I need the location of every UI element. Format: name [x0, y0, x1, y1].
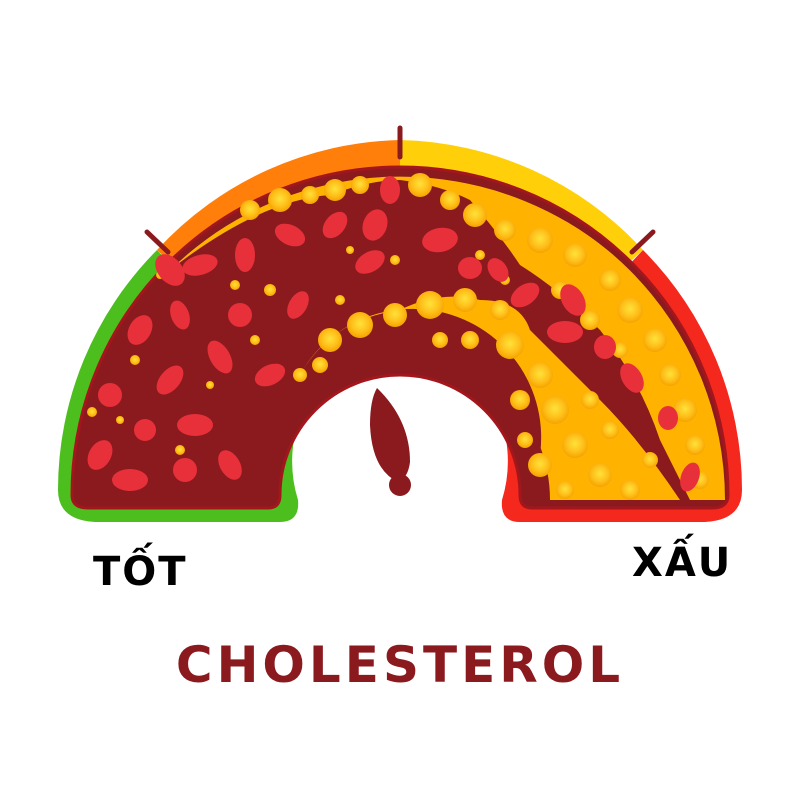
- red-blood-cells: [87, 176, 700, 492]
- tick-right-outer: [629, 229, 656, 255]
- page-title: CHOLESTEROL: [175, 636, 625, 694]
- gauge-needle: [370, 388, 411, 496]
- tick-left-inner: [295, 382, 318, 403]
- good-label: TỐT: [93, 549, 188, 595]
- bad-label: XẤU: [632, 540, 733, 586]
- tick-left-outer: [144, 229, 171, 255]
- tick-right-inner: [482, 382, 505, 403]
- plaque-bubbles: [87, 173, 709, 500]
- tick-marks: [144, 125, 656, 403]
